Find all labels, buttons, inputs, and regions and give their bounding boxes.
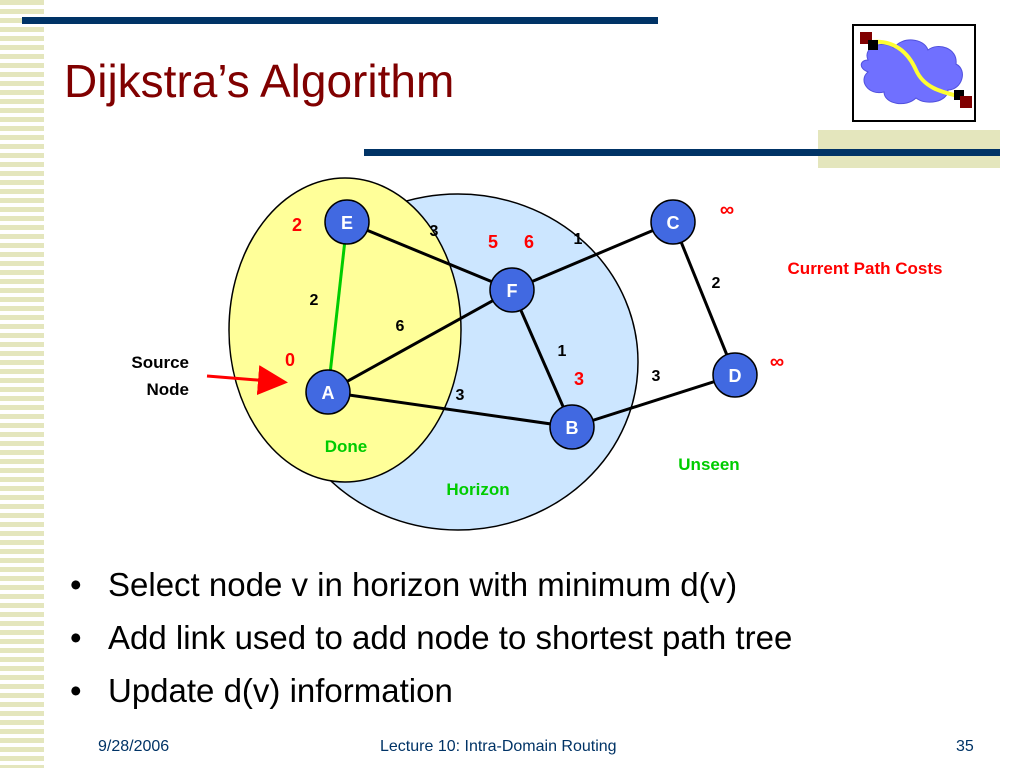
horizon-region-label: Horizon	[446, 480, 509, 499]
network-logo	[852, 24, 976, 122]
node-E: E	[324, 199, 370, 245]
node-label: C	[667, 213, 680, 233]
node-F: F	[489, 267, 535, 313]
node-D: D	[712, 352, 758, 398]
node-label: B	[566, 418, 579, 438]
edge-weight-B-D: 3	[652, 368, 661, 385]
bullet-dot-icon: •	[70, 566, 82, 603]
path-cost-A: 0	[285, 350, 295, 370]
source-arrow-icon	[206, 365, 288, 396]
current-path-costs-label: Current Path Costs	[788, 259, 943, 278]
edge-A-B	[327, 390, 573, 429]
bullet-dot-icon: •	[70, 672, 82, 709]
footer-title: Lecture 10: Intra-Domain Routing	[380, 738, 617, 755]
footer-date: 9/28/2006	[98, 738, 170, 755]
done-region-label: Done	[325, 437, 368, 456]
edge-weight-E-A: 2	[310, 292, 319, 309]
bullet-text: Update d(v) information	[108, 672, 453, 709]
edge-F-C	[511, 220, 674, 292]
path-cost-E: 2	[292, 215, 302, 235]
node-label: A	[322, 383, 335, 403]
edge-C-D	[671, 221, 737, 376]
edge-weight-F-C: 1	[574, 231, 583, 248]
edge-B-D	[571, 373, 736, 429]
left-decorative-stripe	[0, 0, 44, 768]
node-C: C	[650, 199, 696, 245]
edge-A-F	[327, 288, 513, 394]
edge-weight-F-B: 1	[558, 343, 567, 360]
done-region	[228, 177, 462, 483]
path-cost-F-old: 5	[488, 232, 498, 252]
edge-weight-A-F: 6	[396, 318, 405, 335]
node-label: D	[729, 366, 742, 386]
source-label-line1: Source	[131, 353, 189, 372]
node-label: E	[341, 213, 353, 233]
bullet-item: • Add link used to add node to shortest p…	[70, 611, 792, 664]
node-B: B	[549, 404, 595, 450]
edge-weight-C-D: 2	[712, 275, 721, 292]
title-underline-rule	[364, 149, 1000, 156]
edge-E-F	[346, 220, 513, 292]
slide-title: Dijkstra’s Algorithm	[64, 55, 455, 107]
edge-weight-E-F: 3	[430, 223, 439, 240]
edge-E-A	[326, 221, 349, 393]
path-cost-D: ∞	[770, 351, 784, 373]
bullet-text: Select node v in horizon with minimum d(…	[108, 566, 738, 603]
edge-F-B	[510, 289, 574, 428]
bullet-text: Add link used to add node to shortest pa…	[108, 619, 793, 656]
source-label-line2: Node	[147, 380, 190, 399]
path-cost-F-new: 6	[524, 232, 534, 252]
unseen-region-label: Unseen	[678, 455, 739, 474]
bullet-item: • Update d(v) information	[70, 664, 792, 717]
path-cost-B: 3	[574, 369, 584, 389]
network-cloud-icon	[860, 32, 972, 108]
node-A: A	[305, 369, 351, 415]
footer-page-number: 35	[956, 738, 974, 755]
bullet-dot-icon: •	[70, 619, 82, 656]
edge-weight-A-B: 3	[456, 387, 465, 404]
top-rule	[22, 17, 658, 24]
node-label: F	[507, 281, 518, 301]
path-cost-C: ∞	[720, 199, 734, 221]
bullet-item: • Select node v in horizon with minimum d…	[70, 558, 792, 611]
bullet-list: • Select node v in horizon with minimum d…	[70, 558, 792, 717]
